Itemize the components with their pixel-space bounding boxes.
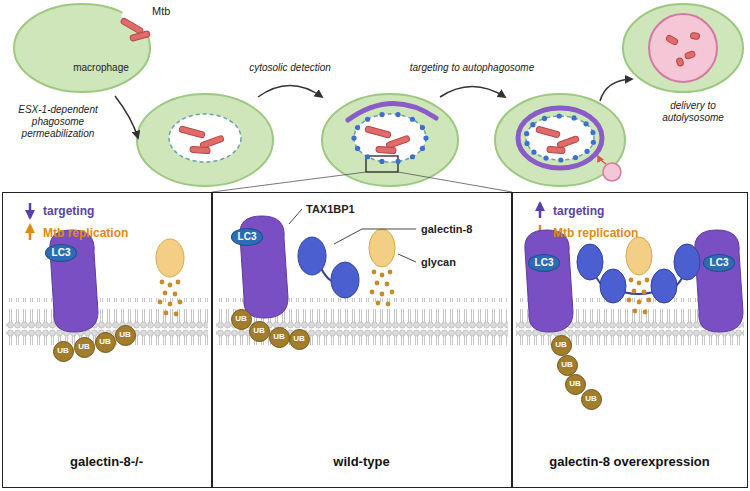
organism-label: Mtb [152, 5, 192, 18]
ubiquitin-label: UB [78, 342, 90, 351]
ubiquitin-bead: UB [565, 374, 586, 395]
ubiquitin-bead: UB [53, 341, 74, 362]
ubiquitin-bead: UB [74, 337, 95, 358]
callout-label: galectin-8 [421, 223, 472, 236]
panel-caption: galectin-8-/- [3, 455, 210, 470]
ubiquitin-label: UB [585, 394, 597, 403]
tax1bp1-shapes [50, 216, 743, 332]
ubiquitin-label: UB [561, 360, 573, 369]
ubiquitin-bead: UB [557, 355, 578, 376]
lc3-protein: LC3 [703, 254, 736, 272]
glycan-chains [158, 270, 652, 317]
ubiquitin-label: UB [253, 326, 265, 335]
lc3-protein: LC3 [45, 244, 78, 262]
protein-label: LC3 [52, 247, 71, 259]
ubiquitin-bead: UB [115, 325, 136, 346]
callout-label: glycan [421, 256, 456, 269]
ubiquitin-label: UB [555, 340, 567, 349]
condition-panel: TAX1BP1 galectin-8 glycan wild-type LC3UB UB U… [212, 192, 512, 488]
leader-lines [289, 209, 416, 262]
galectin-dots [351, 112, 596, 164]
galectin-8-shapes [298, 237, 700, 303]
protein-label: LC3 [238, 231, 257, 243]
step-label: ESX-1-dependent phagosome permeabilizati… [2, 104, 114, 140]
step-label: cytosolic detection [240, 62, 340, 74]
effect-label: Mtb replication [553, 227, 638, 241]
effect-label: targeting [43, 205, 94, 219]
ubiquitin-bead: UB [289, 329, 310, 350]
effect-label: Mtb replication [43, 227, 128, 241]
ubiquitin-label: UB [119, 330, 131, 339]
membrane-bilayer [6, 298, 744, 345]
panel-caption: galectin-8 overexpression [513, 455, 746, 470]
ubiquitin-bead: UB [269, 327, 290, 348]
effect-label: targeting [553, 205, 604, 219]
step-label: delivery to autolysosome [640, 100, 746, 124]
protein-label: LC3 [535, 257, 554, 269]
ubiquitin-label: UB [569, 379, 581, 388]
ubiquitin-label: UB [273, 332, 285, 341]
lc3-protein: LC3 [528, 254, 561, 272]
step-label: targeting to autophagosome [402, 62, 542, 74]
ubiquitin-label: UB [293, 334, 305, 343]
flow-arrows [115, 79, 632, 138]
effect-arrows [30, 203, 540, 240]
ubiquitin-bead: UB [551, 335, 572, 356]
phagosomes [169, 14, 717, 192]
macrophage-cells [14, 4, 743, 186]
condition-panel: targetingMtb replication galectin-8 overe… [512, 192, 748, 488]
mtb-bacteria [120, 17, 700, 153]
condition-panel: targetingMtb replication galectin-8-/- LC3… [2, 192, 212, 488]
protein-label: LC3 [710, 257, 729, 269]
ubiquitin-label: UB [235, 314, 247, 323]
ubiquitin-bead: UB [95, 332, 116, 353]
panel-caption: wild-type [213, 455, 510, 470]
cell-label: macrophage [66, 62, 136, 74]
lc3-protein: LC3 [231, 228, 264, 246]
ubiquitin-bead: UB [231, 309, 252, 330]
ubiquitin-bead: UB [581, 389, 602, 410]
ubiquitin-label: UB [57, 346, 69, 355]
ubiquitin-bead: UB [249, 321, 270, 342]
callout-label: TAX1BP1 [306, 203, 355, 216]
ubiquitin-label: UB [99, 337, 111, 346]
